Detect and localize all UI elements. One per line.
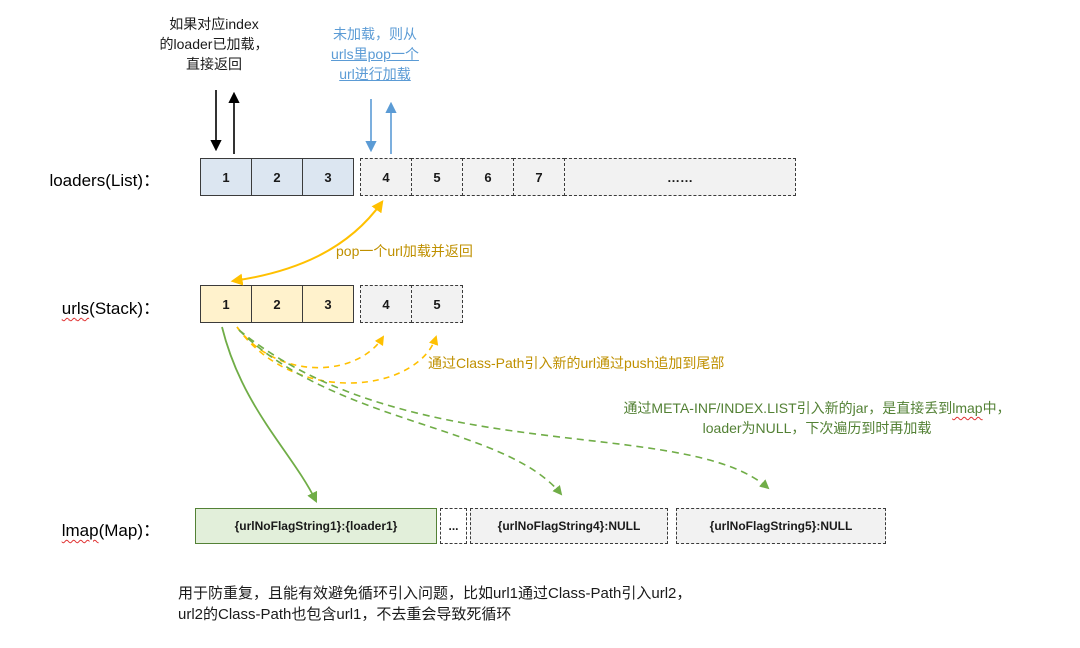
not-loaded-note-line3: url进行加载 xyxy=(339,66,411,82)
loaders-row-loaded: 1 2 3 xyxy=(200,158,354,196)
urls-cell-4: 4 xyxy=(360,285,412,323)
loaders-cell-3: 3 xyxy=(302,158,354,196)
loaded-note: 如果对应index 的loader已加载， 直接返回 xyxy=(138,14,290,74)
index-list-line1-word: lmap xyxy=(952,400,983,416)
urls-row-loaded: 1 2 3 xyxy=(200,285,354,323)
loaders-label: loaders(List)： xyxy=(0,166,160,191)
lmap-label-word: lmap xyxy=(61,521,99,540)
index-list-note-line1: 通过META-INF/INDEX.LIST引入新的jar，是直接丢到lmap中， xyxy=(558,398,1076,418)
not-loaded-note-line1: 未加载，则从 xyxy=(333,26,417,42)
lmap-entry-loaded: {urlNoFlagString1}:{loader1} xyxy=(195,508,437,544)
index-list-line1-post: 中， xyxy=(982,400,1011,416)
loaders-cell-5: 5 xyxy=(411,158,463,196)
push-arrow-1 xyxy=(236,326,385,369)
urls-cell-3: 3 xyxy=(302,285,354,323)
urls-cell-5: 5 xyxy=(411,285,463,323)
lmap-put-arrow xyxy=(221,326,318,503)
not-loaded-note-line2: urls里pop一个 xyxy=(331,46,419,62)
index-list-note-line2: loader为NULL，下次遍历到时再加载 xyxy=(702,420,932,436)
dedup-note-line1: 用于防重复，且能有效避免循环引入问题，比如url1通过Class-Path引入u… xyxy=(178,585,692,602)
loaders-cell-6: 6 xyxy=(462,158,514,196)
index-list-line1-pre: 通过META-INF/INDEX.LIST引入新的jar，是直接丢到 xyxy=(623,400,953,416)
lmap-label-rest: (Map)： xyxy=(98,521,160,540)
loaders-cell-1: 1 xyxy=(200,158,252,196)
urls-cell-2: 2 xyxy=(251,285,303,323)
urls-label-rest: (Stack)： xyxy=(89,299,160,318)
loaded-note-line2: 的loader已加载， xyxy=(159,36,269,52)
lmap-entry-null-1: {urlNoFlagString4}:NULL xyxy=(470,508,668,544)
lmap-ellipsis: ... xyxy=(440,508,467,544)
push-arrow-2 xyxy=(236,326,439,384)
urls-label: urls(Stack)： xyxy=(0,294,160,319)
urls-label-word: urls xyxy=(61,299,90,318)
dedup-note-line2: url2的Class-Path也包含url1，不去重会导致死循环 xyxy=(178,606,512,623)
loaders-cell-2: 2 xyxy=(251,158,303,196)
pop-note: pop一个url加载并返回 xyxy=(336,243,473,259)
urls-cell-1: 1 xyxy=(200,285,252,323)
loaded-note-line3: 直接返回 xyxy=(186,56,242,72)
not-loaded-note: 未加载，则从 urls里pop一个 url进行加载 xyxy=(300,24,450,84)
loaders-cell-ellipsis: …… xyxy=(564,158,796,196)
loaded-note-line1: 如果对应index xyxy=(169,16,259,32)
lmap-entry-null-2: {urlNoFlagString5}:NULL xyxy=(676,508,886,544)
dedup-note: 用于防重复，且能有效避免循环引入问题，比如url1通过Class-Path引入u… xyxy=(178,583,691,625)
loaders-label-text: loaders(List)： xyxy=(49,171,160,190)
loaders-row-pending: 4 5 6 7 …… xyxy=(360,158,796,196)
push-note: 通过Class-Path引入新的url通过push追加到尾部 xyxy=(428,355,725,371)
index-list-note: 通过META-INF/INDEX.LIST引入新的jar，是直接丢到lmap中，… xyxy=(558,398,1076,438)
lmap-label: lmap(Map)： xyxy=(0,516,160,541)
urls-row-pending: 4 5 xyxy=(360,285,463,323)
loaders-cell-7: 7 xyxy=(513,158,565,196)
loaders-cell-4: 4 xyxy=(360,158,412,196)
